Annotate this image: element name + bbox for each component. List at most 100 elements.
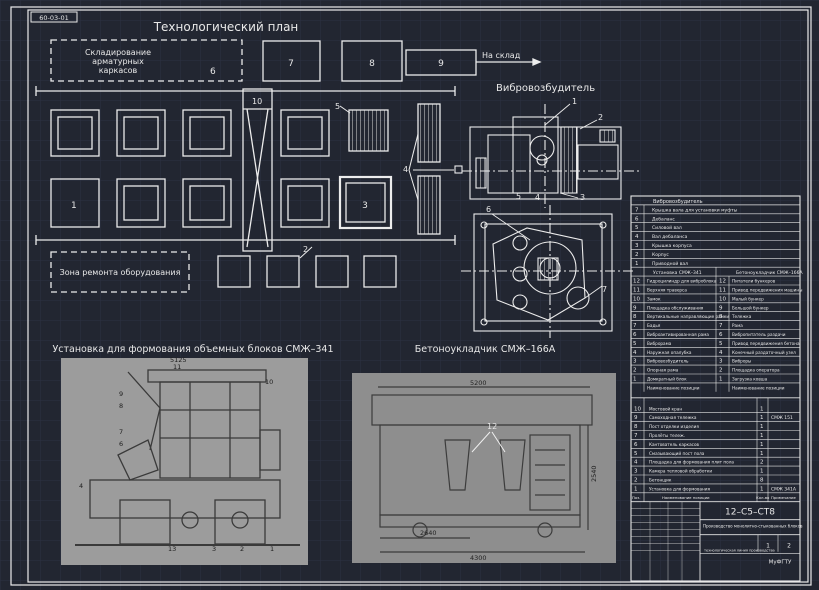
spec-equip-no: 2 [634,478,638,484]
box-4-label: 4 [403,165,408,174]
box-1-label: 1 [71,201,77,211]
spec-main-left-no: 10 [633,296,640,302]
spec-main-left-name: Опорная рама [647,368,679,373]
forming-posts-row1 [50,109,330,157]
title-sheet: 1 [766,543,770,550]
crane-column: 10 [242,88,273,252]
smzh341-callout-4: 4 [79,482,83,490]
box-8-label: 8 [369,59,375,69]
spec-frame [630,195,801,582]
spec-equip-no: 4 [634,460,638,466]
spec-equip-name: Смазывающий пост пола [649,451,705,456]
storage-zone [50,39,243,82]
spec-vibro-row-no: 4 [635,234,639,240]
spec-equip-no: 6 [634,442,638,448]
smzh166-dim-bottom2: 4300 [470,554,487,562]
spec-vibro-row-no: 2 [635,252,639,258]
spec-main-right-no: 12 [719,279,726,285]
spec-equip-no: 1 [634,486,638,492]
spec-equip-no: 10 [634,406,641,412]
spec-main-right-no: 5 [719,341,723,347]
spec-main-footer-left: Наименование позиции [647,385,700,390]
spec-main-header-right: Бетоноукладчик СМЖ–166А [736,270,803,276]
spec-equip-qty: 1 [760,415,764,421]
box-10-label: 10 [252,97,262,106]
spec-main-right-name: Загрузка ковша [732,377,768,382]
title-code: 12–С5–СТ8 [725,508,775,518]
spec-equip-no: 3 [634,469,638,475]
box-2-label: 2 [303,245,308,254]
spec-equip-qty: 1 [760,406,764,412]
spec-main-right-name: Большой бункер [732,305,769,310]
spec-main-right-name: Вибропитатель раздачи [732,332,786,337]
spec-equip-qty: 1 [760,451,764,457]
spec-equip-mark: СМЖ 151 [771,415,793,421]
smzh341-callout-7: 7 [119,428,123,436]
smzh166-callout-12: 12 [487,422,497,431]
spec-vibro-row-name: Приводной вал [652,260,688,267]
spec-vibro-row-no: 5 [635,225,639,231]
spec-main-right-no: 3 [719,359,723,365]
spec-vibro-row-name: Крышка корпуса [652,243,692,249]
spec-main-left-no: 7 [633,323,637,329]
spec-main-right-name: Привод передвижения машины [732,288,802,293]
spec-main-left-name: Вертикальные направляющие рамки [647,314,729,319]
spec-equip-no: 8 [634,424,638,430]
spec-vibro-header: Вибровозбудитель [653,199,703,205]
forming-posts-row2: 1 3 [50,175,393,230]
smzh341-title: Установка для формования объемных блоков… [52,344,333,355]
smzh341-callout-11: 11 [173,363,181,371]
corner-stamp: 60-03-01 [30,11,78,23]
smzh341-photo [61,358,308,565]
spec-equip-footer-qty: Кол-во [756,495,770,500]
storage-label-line1: Складирование [85,48,151,57]
box-9-label: 9 [438,59,444,69]
vibro-callout-7: 7 [602,285,607,294]
drawing-frame [10,6,812,586]
smzh-341-section: Установка для формования объемных блоков… [52,344,334,565]
spec-main-left-no: 12 [633,279,640,285]
spec-main-right-no: 1 [719,377,723,383]
spec-main-left-no: 8 [633,314,637,320]
spec-main-right-no: 8 [719,314,723,320]
spec-equip-footer-no: Поз. [632,495,640,500]
spec-main-right-no: 10 [719,296,726,302]
spec-vibro-row-name: Крышка вала для установки муфты [652,207,738,213]
spec-vibro-row-name: Силовой вал [652,224,682,231]
smzh341-callout-2: 2 [240,545,244,553]
spec-main-right-name: Рама [732,323,743,328]
spec-equip-qty: 8 [760,478,764,484]
spec-main-right-no: 4 [719,350,723,356]
spec-main-footer-right: Наименование позиции [732,385,785,390]
spec-vibro-row-no: 3 [635,243,639,249]
spec-equip-mark: СМЖ 341А [771,486,797,492]
hatched-stacks-4: 4 [403,103,441,235]
spec-main-right-no: 6 [719,332,723,338]
storage-number: 6 [210,67,216,77]
vibro-exciter-drawing: Вибровозбудитель 1 2 3 4 5 [413,83,640,338]
spec-main-left-no: 2 [633,368,637,374]
smzh341-callout-8: 8 [119,402,123,410]
warehouse-arrow-head [532,58,542,66]
spec-vibro-row-no: 1 [635,261,639,267]
vibro-callout-2: 2 [598,113,603,122]
box-3-label: 3 [362,201,368,211]
vibro-callout-5: 5 [516,192,521,201]
spec-main-right-no: 11 [719,288,726,294]
smzh166-linework [371,386,593,553]
spec-main-left-name: Виброактивированная рама [647,332,709,337]
spec-equip-footer-mark: Примечание [771,495,796,500]
storage-label-line2: арматурных [92,57,144,66]
vibro-title: Вибровозбудитель [496,83,595,94]
spec-main-left-name: Наружная опалубка [647,350,692,355]
smzh166-photo [352,373,616,563]
spec-vibro-row-no: 6 [635,216,639,222]
title-sheets: 2 [787,543,791,550]
spec-equip-name: Пост отделки изделия [649,424,699,429]
smzh166-dim-side: 2540 [590,465,598,482]
spec-equip-name: Установка для формования [649,486,710,491]
vibro-callout-6: 6 [486,205,491,214]
spec-equip-name: Площадка для формования плит пола [649,460,734,465]
spec-equip-qty: 1 [760,486,764,492]
